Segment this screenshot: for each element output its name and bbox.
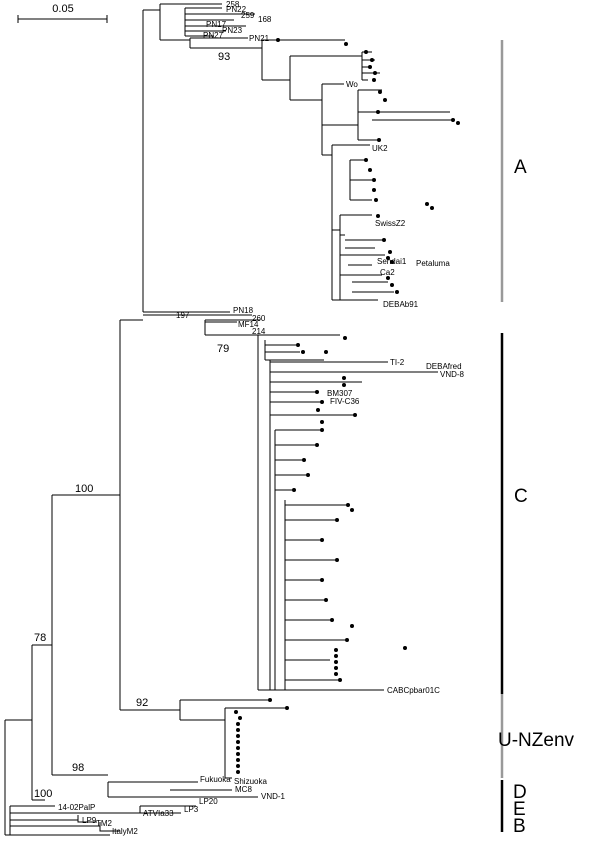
- clade-label-d: D: [513, 782, 527, 803]
- taxon-label: Wo: [346, 80, 358, 89]
- taxon-label: VND-8: [440, 370, 465, 379]
- tree-branches-lower: [77, 781, 258, 832]
- taxon-label: 259: [241, 11, 255, 20]
- taxon-label: DEBAfred: [426, 362, 462, 371]
- tree-branches-u-nzenv: [179, 699, 285, 779]
- clade-bar-u-nzenv: U-NZenv: [498, 694, 575, 778]
- bootstrap-value: 98: [72, 762, 84, 774]
- clade-label-a: A: [514, 157, 527, 178]
- clade-label-c: C: [514, 486, 528, 507]
- taxon-label: PN27: [203, 31, 224, 40]
- clade-bar-a: A: [500, 40, 527, 302]
- taxon-markers: [234, 38, 460, 774]
- bootstrap-value: 100: [34, 788, 52, 800]
- tree-branches-clade-a: [159, 3, 455, 301]
- taxon-label: ItalyM2: [112, 827, 138, 836]
- bootstrap-values: 93 79 100 78 92 98 100: [34, 51, 230, 800]
- taxon-label: Ca2: [380, 268, 395, 277]
- taxon-label: LP3: [184, 805, 199, 814]
- taxon-label: PN18: [233, 306, 254, 315]
- taxon-label: PN22: [226, 5, 247, 14]
- taxon-label: Shizuoka: [234, 777, 267, 786]
- bootstrap-value: 92: [136, 697, 148, 709]
- bootstrap-value: 79: [217, 343, 229, 355]
- clade-label-e: E: [513, 799, 526, 820]
- taxon-label: 14-02PalP: [58, 803, 95, 812]
- tree-branches-clade-c: [204, 320, 438, 691]
- taxon-label: ATVIa33: [143, 809, 174, 818]
- taxon-label: TM2: [96, 819, 113, 828]
- taxon-label: VND-1: [261, 792, 286, 801]
- taxon-label: UK2: [372, 144, 388, 153]
- taxon-label: 214: [252, 327, 266, 336]
- taxon-label: LP20: [199, 797, 218, 806]
- scale-bar-label: 0.05: [52, 3, 73, 15]
- clade-label-u-nzenv: U-NZenv: [498, 730, 575, 751]
- taxon-label: SwissZ2: [375, 219, 406, 228]
- bootstrap-value: 78: [34, 632, 46, 644]
- taxon-labels: 258 PN22 259 168 PN17 PN23 PN27 PN21 Wo …: [58, 0, 465, 836]
- taxon-label: DEBAb91: [383, 300, 419, 309]
- bootstrap-value: 93: [218, 51, 230, 63]
- taxon-label: CABCpbar01C: [387, 686, 440, 695]
- taxon-label: PN23: [222, 26, 243, 35]
- taxon-label: 197: [176, 311, 190, 320]
- taxon-label: Petaluma: [416, 259, 450, 268]
- clade-bar-c: C: [500, 333, 528, 694]
- taxon-label: 260: [252, 314, 266, 323]
- taxon-label: FIV-C36: [330, 397, 360, 406]
- taxon-label: MC8: [235, 785, 252, 794]
- taxon-label: BM307: [327, 389, 353, 398]
- clade-label-b: B: [513, 816, 526, 837]
- scale-bar: 0.05: [17, 3, 108, 23]
- clade-bar-d-e-b: D E B: [500, 780, 527, 837]
- taxon-label: TI-2: [390, 358, 405, 367]
- taxon-label: MF14: [238, 320, 259, 329]
- taxon-label: 258: [226, 0, 240, 9]
- taxon-label: 168: [258, 15, 272, 24]
- taxon-label: PN21: [249, 34, 270, 43]
- tree-branches-backbone: [4, 9, 260, 836]
- bootstrap-value: 100: [75, 483, 93, 495]
- taxon-label: PN17: [206, 20, 227, 29]
- taxon-label: Fukuoka: [200, 775, 231, 784]
- taxon-label: LP9: [82, 816, 97, 825]
- taxon-label: Sendai1: [377, 257, 407, 266]
